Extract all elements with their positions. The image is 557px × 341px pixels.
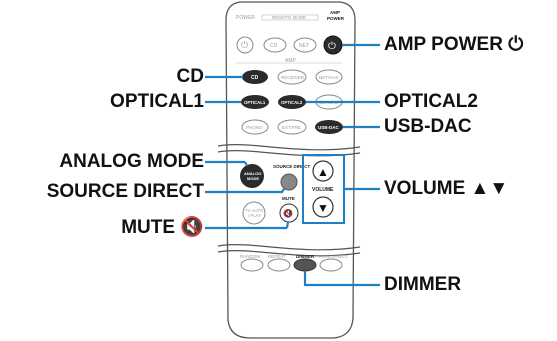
volume-up-button[interactable]: [312, 160, 334, 182]
power-button[interactable]: [236, 36, 254, 54]
break-line-bottom-upper: [217, 244, 361, 251]
volume-label: VOLUME: [312, 187, 334, 193]
analog-mode-label-2: MODE: [247, 176, 259, 181]
callout-usb-dac: USB-DAC: [384, 116, 472, 137]
reciever-button[interactable]: [277, 69, 307, 85]
tv-auto-label-2: / PLAY: [248, 213, 261, 218]
amp-section-label: AMP: [285, 58, 297, 64]
power-label: POWER: [236, 15, 255, 21]
pure-direct-button[interactable]: [319, 258, 343, 272]
analog-mode-button[interactable]: [240, 164, 264, 188]
pure-direct-label: PURE DIRECT: [319, 254, 349, 259]
optical2-button-label: OPTICAL2: [281, 100, 303, 105]
remote-mode-frame: [261, 14, 319, 21]
ext-pre-label: EXT.PRE: [282, 125, 301, 130]
dimmer-label: DIMMER: [296, 254, 315, 259]
callout-amp-power: AMP POWER ⏻: [384, 34, 524, 55]
reciever-label: RECEIVER: [281, 75, 305, 80]
break-line-upper: [217, 144, 361, 151]
amp-power-label-top: AMP: [330, 10, 340, 15]
callout-cd: CD: [176, 66, 204, 87]
source-direct-button[interactable]: [280, 173, 298, 191]
dimmer-button[interactable]: [293, 258, 317, 272]
optical2-button[interactable]: [278, 95, 306, 109]
tv-auto-play-button[interactable]: [242, 201, 266, 225]
leader-source-direct: [205, 188, 285, 194]
callout-dimmer: DIMMER: [384, 274, 462, 295]
break-line-bottom-lower: [217, 250, 361, 257]
ext-pre-button[interactable]: [277, 119, 307, 135]
remote-mode-label: REMOTE MODE: [272, 15, 306, 20]
remote-body: [225, 1, 356, 339]
callout-optical2: OPTICAL2: [384, 91, 478, 112]
mute-label: MUTE: [282, 196, 295, 201]
random-button[interactable]: [240, 258, 264, 272]
mute-button[interactable]: [279, 203, 299, 223]
cd-button-label: CD: [251, 75, 259, 81]
leader-analog-mode-tick: [244, 161, 248, 167]
repeat-button[interactable]: [267, 258, 291, 272]
cd-mode-label: CD: [270, 43, 278, 49]
usb-dac-button[interactable]: [315, 120, 343, 134]
random-label: RANDOM: [240, 254, 260, 259]
leader-dimmer: [303, 271, 380, 287]
callout-mute: MUTE 🔇: [121, 217, 204, 238]
netaux-button[interactable]: [315, 69, 343, 85]
cd-mode-button[interactable]: [263, 37, 287, 53]
net-mode-label: NET: [299, 43, 309, 49]
repeat-label: REPEAT: [268, 254, 286, 259]
phono-label: PHONO: [246, 125, 263, 130]
power-icon: ⏻: [241, 40, 248, 50]
optical1-button-label: OPTICAL1: [244, 100, 266, 105]
callout-source-direct: SOURCE DIRECT: [46, 181, 204, 202]
volume-down-button[interactable]: [312, 196, 334, 218]
leader-mute-tick: [285, 221, 290, 229]
volume-up-icon: ▲: [317, 165, 329, 179]
optical1-button[interactable]: [241, 95, 269, 109]
amp-power-icon: ⏻: [328, 41, 336, 52]
callout-analog-mode: ANALOG MODE: [59, 151, 204, 172]
phono-button[interactable]: [241, 119, 269, 135]
tv-auto-label-1: TV AUTO: [245, 208, 264, 213]
amp-power-label-bottom: POWER: [327, 16, 345, 21]
source-direct-label: SOURCE DIRECT: [273, 164, 311, 169]
callout-volume: VOLUME ▲▼: [384, 178, 509, 199]
analog-mode-label-1: ANALOG: [244, 171, 261, 176]
cd-button[interactable]: [242, 70, 268, 84]
net-mode-button[interactable]: [293, 37, 317, 53]
usb-dac-button-label: USB-DAC: [318, 125, 339, 130]
leader-lines: [205, 43, 380, 287]
callout-optical1: OPTICAL1: [110, 91, 204, 112]
netaux-label: NET/AUX: [319, 75, 339, 80]
mute-icon: 🔇: [283, 208, 293, 218]
volume-down-icon: ▼: [317, 201, 329, 215]
